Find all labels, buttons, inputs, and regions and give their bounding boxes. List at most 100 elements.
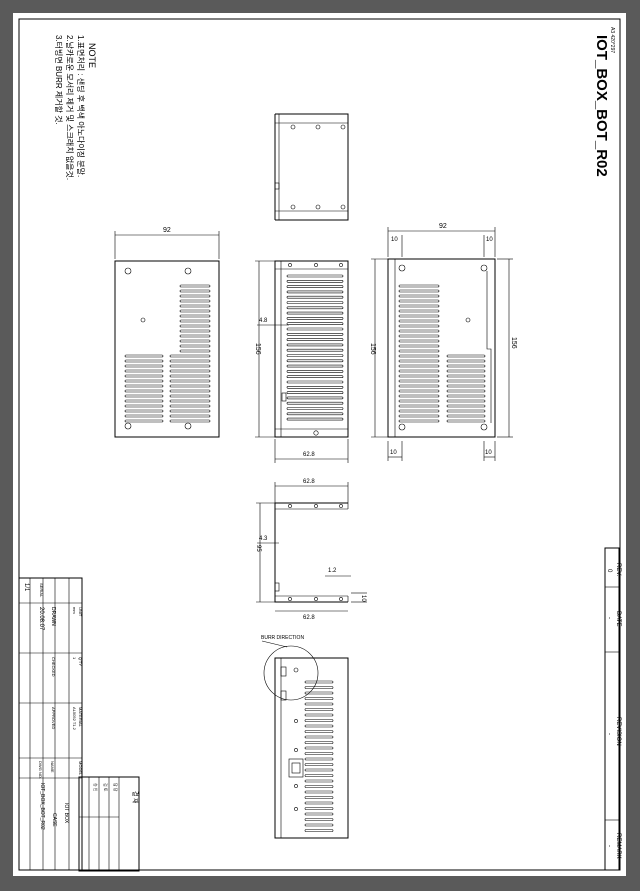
vent-slot — [398, 309, 440, 313]
vent-slot — [304, 735, 334, 739]
vent-slot — [286, 380, 344, 384]
vent-slot — [179, 344, 211, 348]
vent-slot — [398, 389, 440, 393]
vent-slot — [286, 370, 344, 373]
vent-slot — [398, 354, 440, 358]
tb-approved-label: APPROVED — [51, 707, 56, 729]
vent-slot — [446, 354, 486, 358]
vent-slot — [169, 374, 211, 378]
vent-slot — [304, 768, 334, 772]
vent-slot — [124, 374, 164, 378]
right-plate-view: 92 10 10 10 10 156 156 — [369, 223, 517, 461]
vent-slot — [286, 348, 344, 352]
rev-header-rev: REV. — [615, 563, 621, 577]
vent-slot — [304, 702, 334, 706]
tb-unit-label: UNIT — [78, 607, 83, 617]
vent-slot — [124, 394, 164, 398]
note-heading: NOTE — [87, 43, 97, 68]
tb-dwg-label: DWG NO. — [38, 761, 43, 779]
vent-slot — [446, 374, 486, 378]
bottom-plate-view: BURR DIRECTION — [261, 635, 349, 839]
vent-slot — [286, 396, 344, 400]
vent-slot — [304, 724, 334, 728]
vent-slot — [304, 818, 334, 821]
dim-1-2: 1.2 — [328, 568, 337, 574]
vent-slot — [169, 389, 211, 393]
tb-name-value: CASE — [51, 813, 57, 827]
vent-slot — [286, 338, 344, 341]
vent-slot — [304, 752, 334, 755]
vent-slot — [124, 409, 164, 413]
dim-156-right-a: 156 — [369, 343, 376, 355]
vent-slot — [446, 394, 486, 398]
vent-slot — [286, 306, 344, 310]
vent-slot — [124, 364, 164, 368]
vent-slot — [304, 790, 334, 794]
note-line-1: 1.표면처리 : 샌딩 후 백색 아노다이징 분말. — [76, 35, 86, 177]
note-line-3: 3.터빙면 BURR 제거할 것. — [54, 35, 64, 125]
vent-slot — [398, 339, 440, 343]
vent-slot — [169, 364, 211, 368]
vent-slot — [304, 680, 334, 684]
tb-name-label: NAME — [50, 761, 55, 773]
dim-92-left: 92 — [163, 227, 171, 234]
sheet-size-tag: A3 420*297 — [609, 27, 615, 53]
dim-10-top-right: 10 — [486, 237, 493, 243]
dim-4-3: 4.3 — [259, 536, 268, 542]
tb-checked-label: CHECKED — [51, 657, 56, 677]
vent-slot — [304, 730, 334, 733]
tb-serial-label: SERIAL — [39, 583, 44, 598]
dim-10-bottom-right: 10 — [485, 450, 492, 456]
vent-slot — [304, 823, 334, 827]
vent-slot — [286, 391, 344, 394]
rev-value-revision: - — [606, 733, 612, 735]
dim-10-top-left: 10 — [391, 237, 398, 243]
title-block — [18, 577, 83, 871]
tb-model-value: IOT BOX — [63, 803, 69, 824]
vent-slot — [446, 399, 486, 403]
vent-slot — [398, 374, 440, 378]
vent-slot — [179, 294, 211, 298]
vent-slot — [286, 375, 344, 379]
tb-drawn-label: DRAWN — [50, 607, 56, 626]
vent-slot — [286, 311, 344, 315]
vent-slot — [398, 369, 440, 373]
vent-slot — [124, 384, 164, 388]
sheet-border — [18, 18, 621, 871]
dim-156-mid: 156 — [254, 343, 261, 355]
vent-slot — [398, 359, 440, 363]
vent-slot — [286, 385, 344, 389]
dim-10-bottom-left: 10 — [390, 450, 397, 456]
vent-slot — [179, 309, 211, 313]
tb-material-label: MATERIAL — [78, 707, 83, 727]
vent-slot — [398, 399, 440, 403]
vent-slot — [179, 319, 211, 323]
tb-scale: 1/1 — [23, 583, 29, 592]
vent-slot — [304, 763, 334, 766]
vent-slot — [179, 334, 211, 338]
lower-bracket-view: 62.8 62.8 95 4.3 1.2 10 — [255, 479, 367, 621]
vent-slot — [398, 334, 440, 338]
vent-slot — [179, 339, 211, 343]
vent-slot — [398, 414, 440, 418]
vent-slot — [169, 399, 211, 403]
tb-date: 20.08.07 — [38, 607, 44, 631]
vent-slot — [398, 299, 440, 303]
rev-value-date: - — [606, 617, 612, 619]
vent-slot — [286, 412, 344, 416]
dim-62-8-front: 62.8 — [303, 452, 315, 458]
vent-slot — [304, 796, 334, 799]
vent-slot — [169, 384, 211, 388]
drawing-sheet: IOT_BOX_BOT_R02 A3 420*297 NOTE 1.표면처리 :… — [13, 13, 626, 876]
vent-slot — [304, 807, 334, 810]
vent-slot — [179, 299, 211, 303]
vent-slot — [286, 274, 344, 278]
vent-slot — [398, 284, 440, 288]
vent-slot — [398, 409, 440, 413]
vent-slot — [286, 279, 344, 283]
vent-slot — [304, 697, 334, 700]
vent-slot — [398, 404, 440, 408]
vent-slot — [398, 379, 440, 383]
tb-qty-label: Q'TY — [78, 657, 83, 666]
vent-slot — [286, 301, 344, 304]
